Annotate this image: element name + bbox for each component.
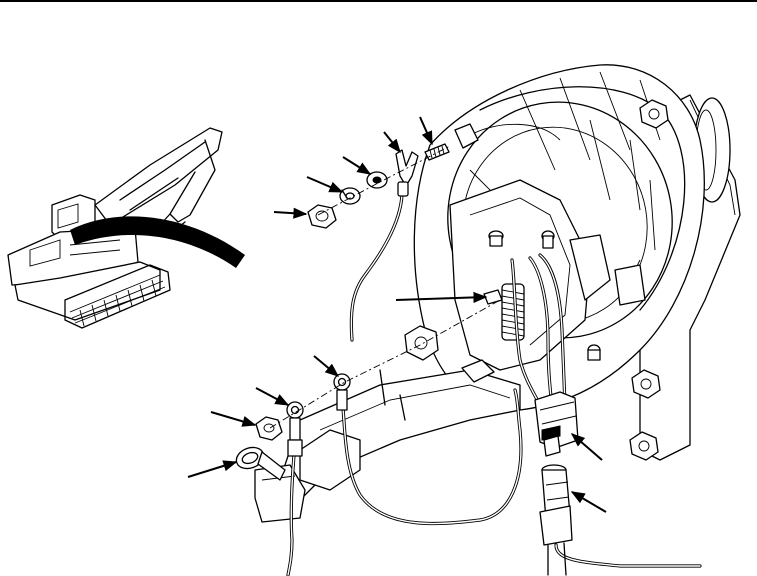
leader-spade-terminal	[383, 131, 401, 154]
leader-washer-upper	[342, 156, 372, 175]
wiring-harness	[510, 253, 567, 407]
lead-wire-lower	[341, 388, 523, 526]
leader-nut-lower	[210, 411, 257, 427]
nut-lower	[255, 416, 283, 441]
excavator-locator-icon	[7, 127, 245, 329]
flat-washer-upper	[366, 171, 388, 189]
face-stud-2	[541, 230, 555, 249]
page-top-rule	[0, 0, 757, 2]
bolt-head-bottom	[629, 431, 659, 461]
exciter-terminal-coil	[483, 283, 525, 341]
face-stud-1	[488, 230, 504, 247]
leader-lockwasher-upper	[306, 176, 344, 193]
leader-ring-terminal-right	[313, 355, 340, 377]
leader-connector-upper	[570, 433, 603, 461]
leader-nut-upper	[273, 207, 308, 219]
leader-exciter-terminal	[395, 291, 488, 304]
ring-terminal-left	[286, 401, 304, 457]
ring-terminal-right	[333, 373, 351, 411]
leader-connector-lower	[570, 491, 607, 513]
lead-wire-upper	[349, 193, 404, 342]
harness-connector-upper	[534, 391, 579, 457]
engine-casting	[254, 325, 521, 523]
lead-wire-ground	[286, 453, 296, 576]
nut-upper	[307, 204, 337, 229]
leader-terminal-stud	[419, 116, 433, 146]
face-stud-3	[587, 344, 601, 361]
callout-leaders	[187, 116, 607, 513]
alternator-assembly	[413, 64, 741, 461]
bolt-head-lower	[631, 369, 661, 399]
bolt-head-top	[639, 99, 669, 129]
leader-ring-terminal-left	[255, 387, 290, 406]
spade-terminal-upper	[395, 149, 419, 197]
hex-fitting	[404, 325, 439, 361]
leader-loop-clamp	[187, 460, 238, 478]
lockwasher-upper	[339, 187, 361, 205]
harness-connector-lower	[539, 464, 702, 576]
